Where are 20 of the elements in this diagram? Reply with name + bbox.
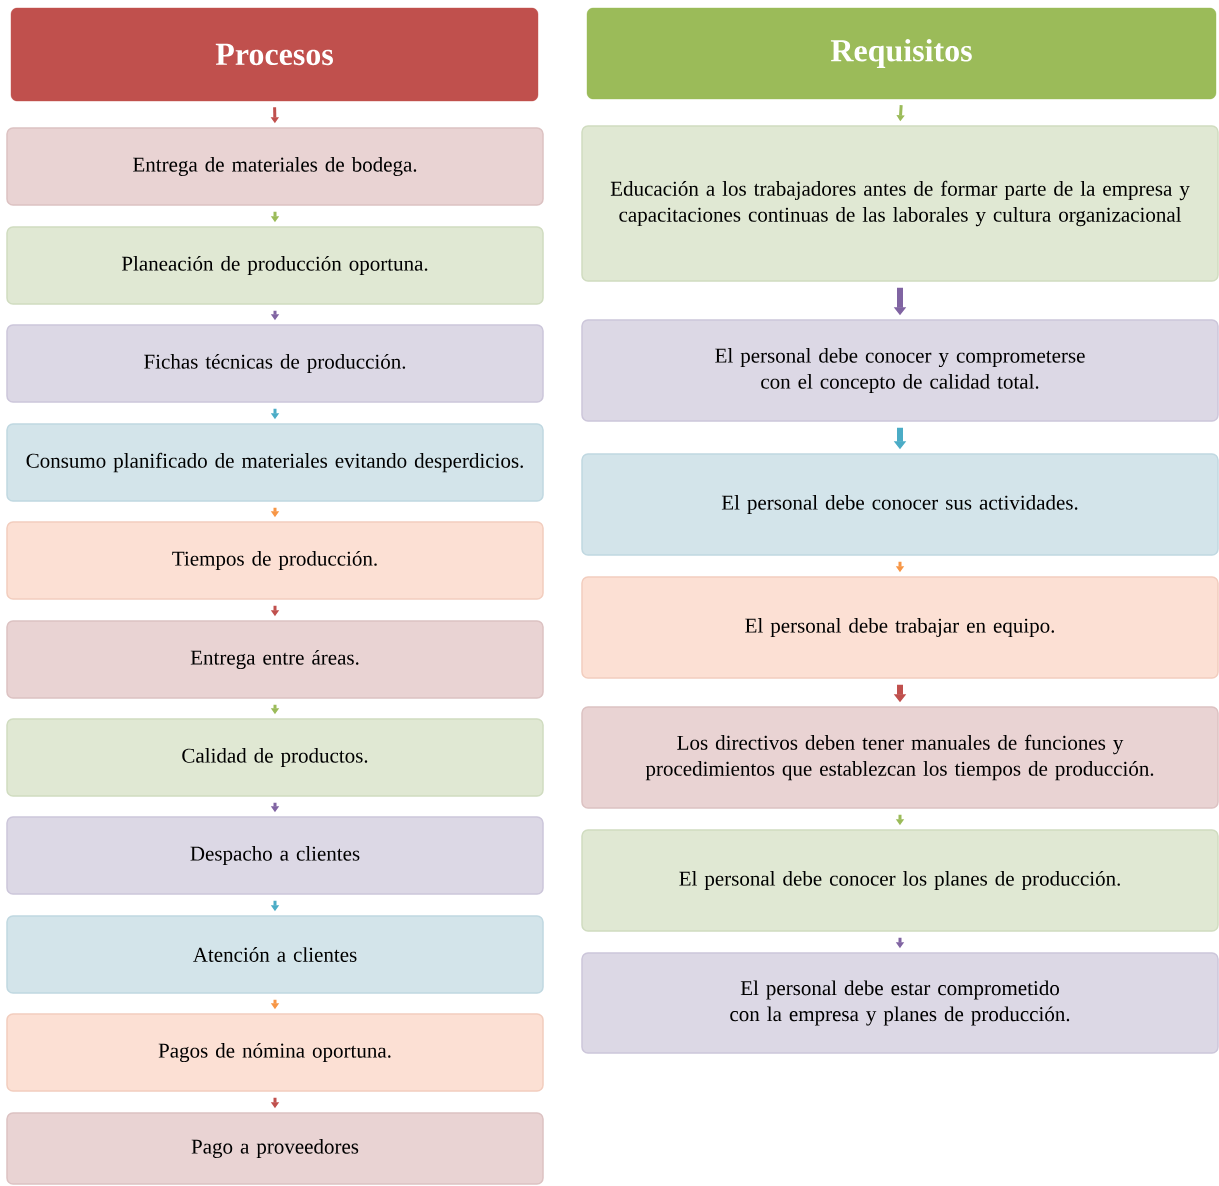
- process-box: Pagos de nómina oportuna.: [6, 1013, 544, 1092]
- process-box: Calidad de productos.: [6, 718, 544, 797]
- process-box: Pago a proveedores: [6, 1112, 544, 1185]
- title-box: Procesos: [10, 7, 539, 102]
- process-box: Planeación de producción oportuna.: [6, 226, 544, 305]
- process-box: El personal debe estar comprometido con la empresa y planes de producción.: [581, 952, 1219, 1054]
- process-box: Atención a clientes: [6, 915, 544, 994]
- process-box: Fichas técnicas de producción.: [6, 324, 544, 403]
- process-box: Educación a los trabajadores antes de formar parte de la empresa y capacitaciones continuas de las laborales y cultura organizacional: [581, 125, 1219, 282]
- process-box: Los directivos deben tener manuales de funciones y procedimientos que establezcan los tiempos de producción.: [581, 706, 1219, 809]
- process-box: Entrega de materiales de bodega.: [6, 127, 544, 206]
- title-box: Requisitos: [586, 7, 1217, 100]
- process-box: Despacho a clientes: [6, 816, 544, 895]
- process-box: Consumo planificado de materiales evitando desperdicios.: [6, 423, 544, 502]
- process-box: El personal debe conocer y comprometerse con el concepto de calidad total.: [581, 319, 1219, 422]
- process-box: Tiempos de producción.: [6, 521, 544, 600]
- process-box: El personal debe conocer sus actividades.: [581, 453, 1219, 556]
- process-box: El personal debe trabajar en equipo.: [581, 576, 1219, 679]
- process-box: Entrega entre áreas.: [6, 620, 544, 699]
- process-box: El personal debe conocer los planes de producción.: [581, 829, 1219, 932]
